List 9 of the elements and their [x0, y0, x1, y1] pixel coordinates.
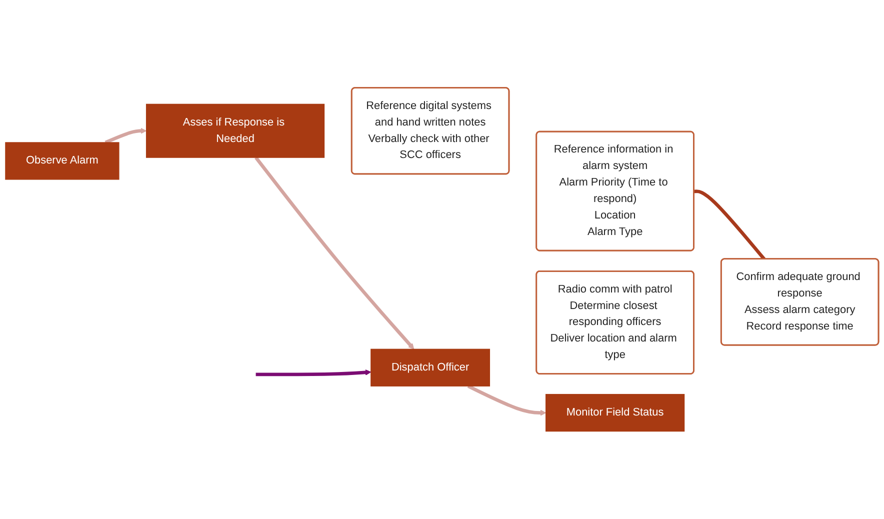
node-box: Asses if Response is Needed	[146, 104, 325, 158]
node-box: Monitor Field Status	[546, 394, 685, 432]
node-box: Observe Alarm	[5, 142, 120, 180]
arrow	[467, 384, 546, 416]
arrow	[256, 369, 372, 376]
arrow	[254, 156, 414, 350]
node-box: Dispatch Officer	[370, 348, 490, 386]
connector	[694, 190, 766, 260]
arrow	[104, 128, 147, 144]
